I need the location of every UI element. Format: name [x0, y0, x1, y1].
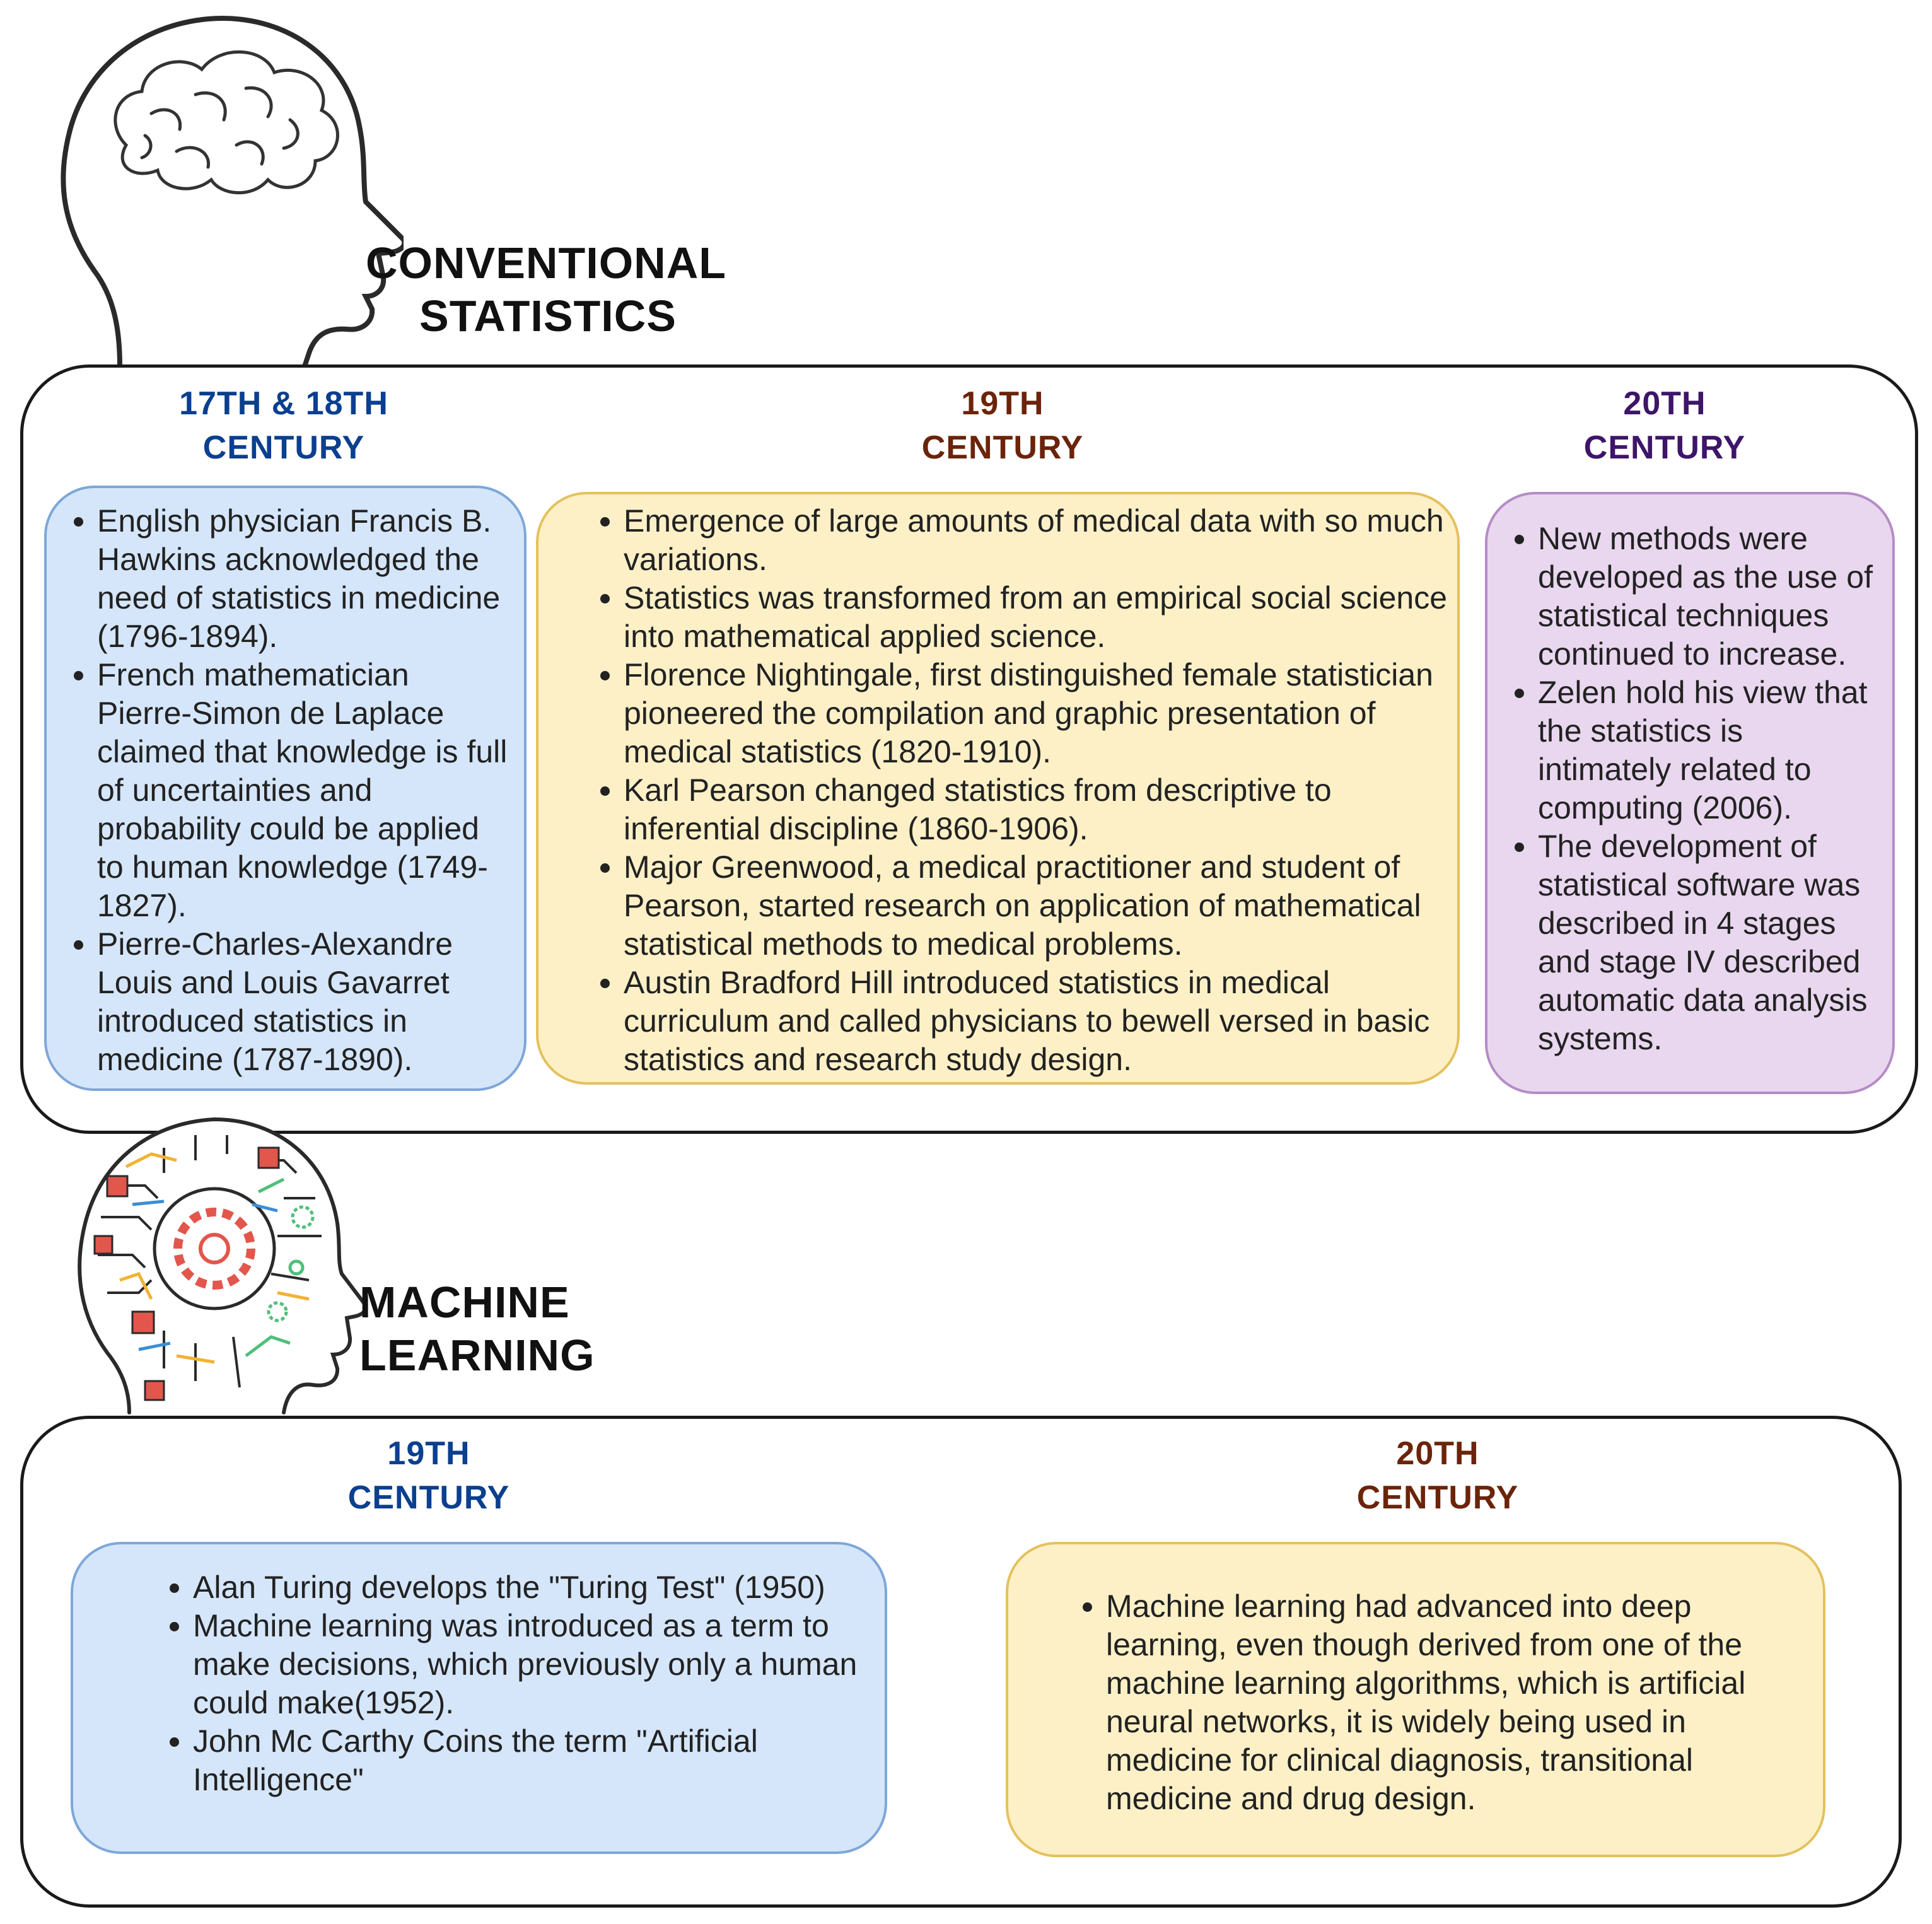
list-item: Alan Turing develops the "Turing Test" (…	[193, 1568, 866, 1607]
list-item: English physician Francis B. Hawkins ack…	[97, 502, 511, 656]
list-item: New methods were developed as the use of…	[1538, 520, 1880, 673]
box-19th-century: Emergence of large amounts of medical da…	[536, 492, 1460, 1085]
heading-17th-18th-century: 17TH & 18TH CENTURY	[179, 385, 388, 466]
heading-ml-19th-century: 19TH CENTURY	[347, 1435, 510, 1516]
title-line-2: STATISTICS	[419, 291, 677, 341]
list-item: Florence Nightingale, first distinguishe…	[624, 656, 1451, 771]
title-line-1: CONVENTIONAL	[366, 238, 726, 288]
box-ml-19th-century: Alan Turing develops the "Turing Test" (…	[71, 1542, 887, 1854]
list-item: Major Greenwood, a medical practitioner …	[624, 848, 1451, 964]
heading-20th-century: 20TH CENTURY	[1583, 385, 1746, 466]
brain-head-icon	[61, 16, 404, 372]
box-ml-20th-century: Machine learning had advanced into deep …	[1006, 1542, 1825, 1857]
list-19th-century: Emergence of large amounts of medical da…	[538, 502, 1451, 1079]
list-item: Austin Bradford Hill introduced statisti…	[624, 964, 1451, 1079]
list-item: Statistics was transformed from an empir…	[624, 579, 1451, 656]
list-item: Karl Pearson changed statistics from des…	[624, 771, 1451, 848]
list-item: Machine learning had advanced into deep …	[1106, 1587, 1785, 1818]
list-ml-20th-century: Machine learning had advanced into deep …	[1008, 1587, 1785, 1818]
title-line-2: LEARNING	[359, 1331, 595, 1380]
list-item: French mathematician Pierre-Simon de Lap…	[97, 656, 511, 925]
list-item: Emergence of large amounts of medical da…	[624, 502, 1451, 579]
list-ml-19th-century: Alan Turing develops the "Turing Test" (…	[73, 1568, 866, 1799]
heading-19th-century: 19TH CENTURY	[921, 385, 1084, 466]
title-line-1: MACHINE	[359, 1278, 570, 1327]
box-20th-century-statistics: New methods were developed as the use of…	[1485, 492, 1895, 1094]
list-item: Zelen hold his view that the statistics …	[1538, 673, 1880, 827]
list-item: Pierre-Charles-Alexandre Louis and Louis…	[97, 925, 511, 1079]
list-20th-century-statistics: New methods were developed as the use of…	[1487, 520, 1880, 1058]
list-item: Machine learning was introduced as a ter…	[193, 1607, 866, 1722]
section-title-conventional-statistics: CONVENTIONAL STATISTICS	[366, 236, 807, 342]
circuit-head-icon	[78, 1117, 366, 1414]
list-17th-18th-century: English physician Francis B. Hawkins ack…	[47, 502, 511, 1079]
list-item: John Mc Carthy Coins the term "Artificia…	[193, 1722, 866, 1799]
section-title-machine-learning: MACHINE LEARNING	[359, 1276, 738, 1382]
list-item: The development of statistical software …	[1538, 827, 1880, 1058]
box-17th-18th-century: English physician Francis B. Hawkins ack…	[44, 486, 527, 1091]
heading-ml-20th-century: 20TH CENTURY	[1356, 1435, 1519, 1516]
